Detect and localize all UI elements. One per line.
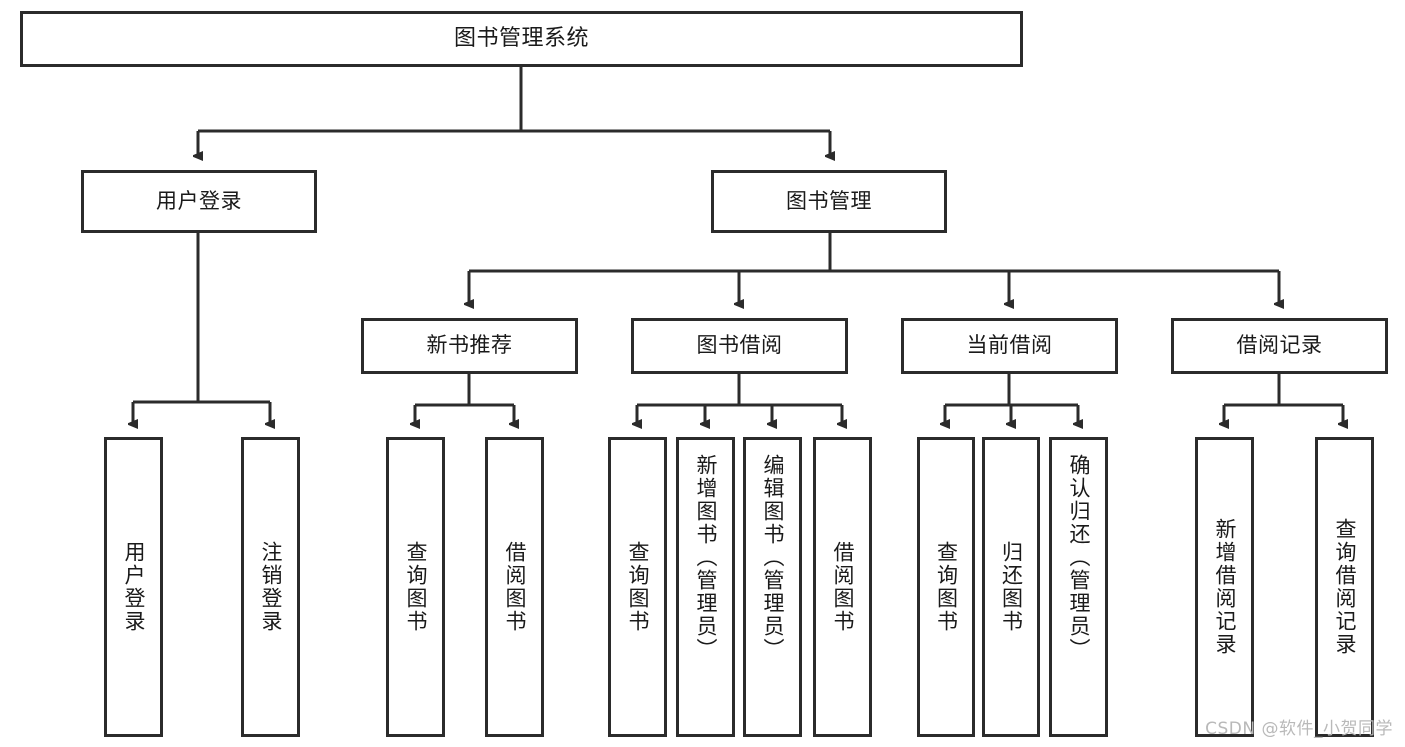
node-label: 图书借阅 [696, 333, 783, 358]
node-leaf-add-borrow-record[interactable]: 新增借阅记录 [1195, 437, 1254, 737]
node-label: 新增图书（管理员） [694, 454, 718, 661]
node-label: 用户登录 [122, 541, 146, 633]
node-leaf-return-book[interactable]: 归还图书 [982, 437, 1040, 737]
node-leaf-edit-book-admin[interactable]: 编辑图书（管理员） [743, 437, 802, 737]
node-label: 查询图书 [404, 541, 428, 633]
node-leaf-user-login[interactable]: 用户登录 [104, 437, 163, 737]
node-current-borrow[interactable]: 当前借阅 [901, 318, 1118, 374]
node-new-book-recommend[interactable]: 新书推荐 [361, 318, 578, 374]
node-label: 归还图书 [999, 541, 1024, 633]
node-label: 用户登录 [156, 188, 242, 213]
node-book-management[interactable]: 图书管理 [711, 170, 947, 233]
node-borrow-record[interactable]: 借阅记录 [1171, 318, 1388, 374]
node-label: 借阅图书 [503, 541, 527, 633]
node-leaf-query-book-current[interactable]: 查询图书 [917, 437, 975, 737]
node-label: 图书管理 [786, 188, 872, 213]
node-label: 新书推荐 [426, 333, 513, 358]
node-label: 借阅图书 [831, 541, 855, 633]
node-leaf-query-book-borrow[interactable]: 查询图书 [608, 437, 667, 737]
node-label: 注销登录 [259, 541, 283, 633]
node-label: 借阅记录 [1236, 333, 1323, 358]
node-label: 编辑图书（管理员） [761, 454, 785, 661]
node-label: 查询借阅记录 [1333, 518, 1357, 656]
node-leaf-confirm-return-admin[interactable]: 确认归还（管理员） [1049, 437, 1108, 737]
node-leaf-borrow-book-recommend[interactable]: 借阅图书 [485, 437, 544, 737]
node-leaf-borrow-book[interactable]: 借阅图书 [813, 437, 872, 737]
node-label: 确认归还（管理员） [1067, 454, 1091, 661]
node-leaf-add-book-admin[interactable]: 新增图书（管理员） [676, 437, 735, 737]
node-label: 当前借阅 [966, 333, 1053, 358]
node-label: 新增借阅记录 [1213, 518, 1237, 656]
node-label: 查询图书 [626, 541, 650, 633]
node-label: 查询图书 [934, 541, 959, 633]
node-label: 图书管理系统 [453, 25, 589, 51]
node-root-book-management-system[interactable]: 图书管理系统 [20, 11, 1023, 67]
node-leaf-query-borrow-record[interactable]: 查询借阅记录 [1315, 437, 1374, 737]
node-leaf-query-book-recommend[interactable]: 查询图书 [386, 437, 445, 737]
node-book-borrow[interactable]: 图书借阅 [631, 318, 848, 374]
csdn-watermark: CSDN @软件_小贺同学 [1205, 719, 1393, 739]
node-user-login[interactable]: 用户登录 [81, 170, 317, 233]
node-leaf-user-logout[interactable]: 注销登录 [241, 437, 300, 737]
